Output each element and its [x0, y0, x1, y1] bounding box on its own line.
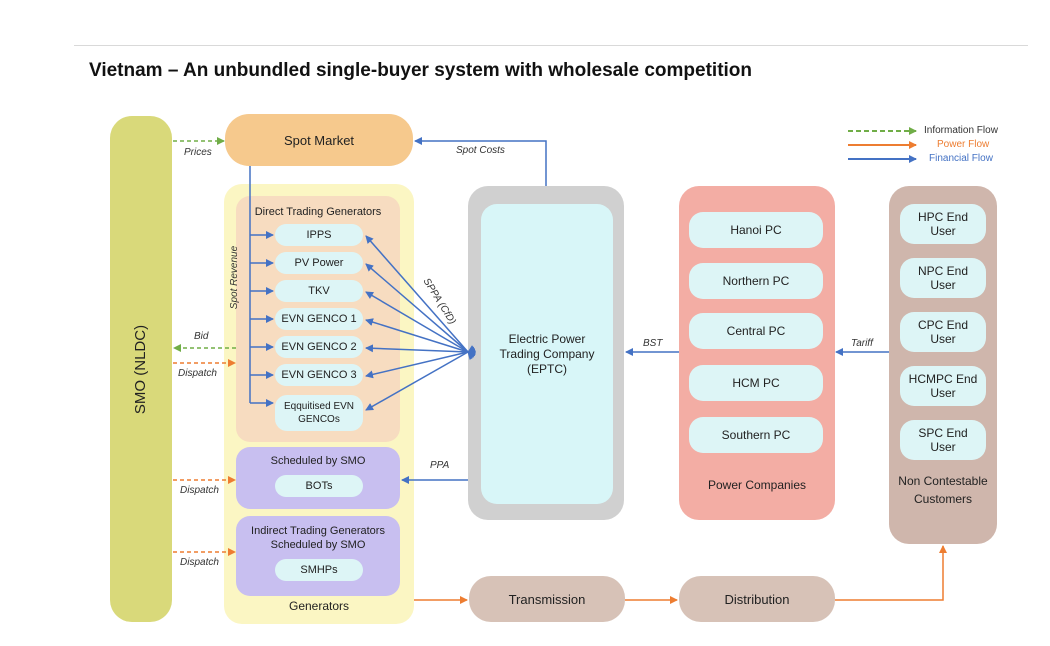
label-tariff: Tariff — [851, 338, 873, 349]
gen-ipps: IPPS — [275, 224, 363, 246]
indirect-trading-header: Indirect Trading Generators Scheduled by… — [251, 525, 385, 551]
smo-box: SMO (NLDC) — [110, 116, 172, 622]
direct-trading-header: Direct Trading Generators — [254, 206, 382, 218]
cust-hpc: HPC End User — [900, 204, 986, 244]
generators-footer: Generators — [288, 599, 350, 613]
power-companies-footer: Power Companies — [707, 478, 807, 492]
label-dispatch-2: Dispatch — [180, 485, 219, 496]
indirect-trading-group — [236, 516, 400, 596]
label-dispatch-3: Dispatch — [180, 557, 219, 568]
gen-evn-genco-2: EVN GENCO 2 — [275, 336, 363, 358]
pc-hanoi: Hanoi PC — [689, 212, 823, 248]
label-spot-revenue: Spot Revenue — [229, 245, 241, 310]
pc-central: Central PC — [689, 313, 823, 349]
label-bid: Bid — [194, 331, 209, 342]
eptc-box: Electric Power Trading Company (EPTC) — [481, 204, 613, 504]
cust-hcmpc: HCMPC End User — [900, 366, 986, 406]
gen-smhps: SMHPs — [275, 559, 363, 581]
legend-information-flow: Information Flow — [924, 125, 998, 136]
pc-northern: Northern PC — [689, 263, 823, 299]
customers-footer: Non Contestable Customers — [898, 474, 988, 506]
gen-tkv: TKV — [275, 280, 363, 302]
cust-cpc: CPC End User — [900, 312, 986, 352]
page-title: Vietnam – An unbundled single-buyer syst… — [89, 60, 753, 81]
customers-group — [889, 186, 997, 544]
legend-power-flow: Power Flow — [937, 139, 990, 150]
gen-evn-genco-1: EVN GENCO 1 — [275, 308, 363, 330]
legend-financial-flow: Financial Flow — [929, 153, 993, 164]
gen-evn-genco-3: EVN GENCO 3 — [275, 364, 363, 386]
gen-equitised-evn-gencos: Eqquitised EVN GENCOs — [275, 395, 363, 431]
spot-costs-arrow — [414, 137, 547, 186]
label-bst: BST — [643, 338, 663, 349]
label-dispatch-1: Dispatch — [178, 368, 217, 379]
label-spot-costs: Spot Costs — [456, 145, 505, 156]
sppa-fan — [365, 235, 477, 411]
label-prices: Prices — [184, 147, 212, 158]
top-divider — [74, 45, 1028, 46]
cust-npc: NPC End User — [900, 258, 986, 298]
power-dist-cust — [835, 545, 947, 601]
scheduled-by-smo-header: Scheduled by SMO — [270, 455, 366, 467]
distribution-box: Distribution — [679, 576, 835, 622]
pc-southern: Southern PC — [689, 417, 823, 453]
gen-pv-power: PV Power — [275, 252, 363, 274]
label-ppa: PPA — [430, 460, 450, 471]
pc-hcm: HCM PC — [689, 365, 823, 401]
spot-market-box: Spot Market — [225, 114, 413, 166]
gen-bots: BOTs — [275, 475, 363, 497]
cust-spc: SPC End User — [900, 420, 986, 460]
transmission-box: Transmission — [469, 576, 625, 622]
